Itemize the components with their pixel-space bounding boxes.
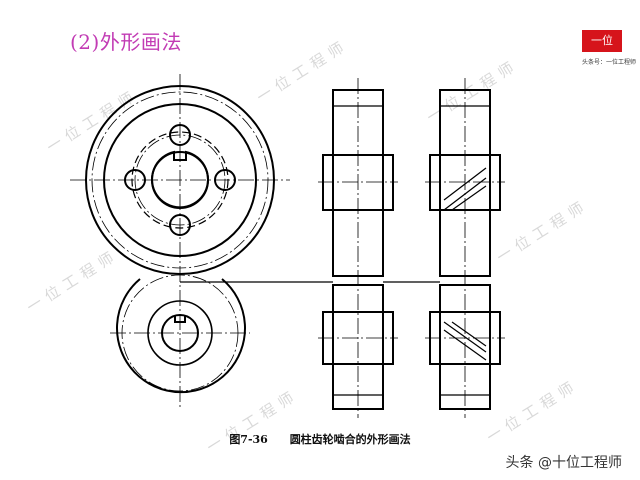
figure-title: 圆柱齿轮啮合的外形画法 (289, 433, 411, 446)
section-heading: (2)外形画法 (70, 30, 182, 54)
figure-caption: 图7-36 圆柱齿轮啮合的外形画法 (0, 431, 640, 447)
author-byline: 头条 @十位工程师 (505, 455, 622, 471)
small-gear-front-view (116, 278, 246, 394)
brand-logo-caption: 头条号：一位工程师 (581, 59, 636, 66)
large-gear-shaft-keyway (151, 150, 209, 209)
figure-number: 图7-36 (229, 433, 268, 446)
center-lines (70, 74, 505, 418)
small-gear-outer-arc (116, 278, 246, 394)
brand-logo: 一位 (582, 30, 622, 52)
